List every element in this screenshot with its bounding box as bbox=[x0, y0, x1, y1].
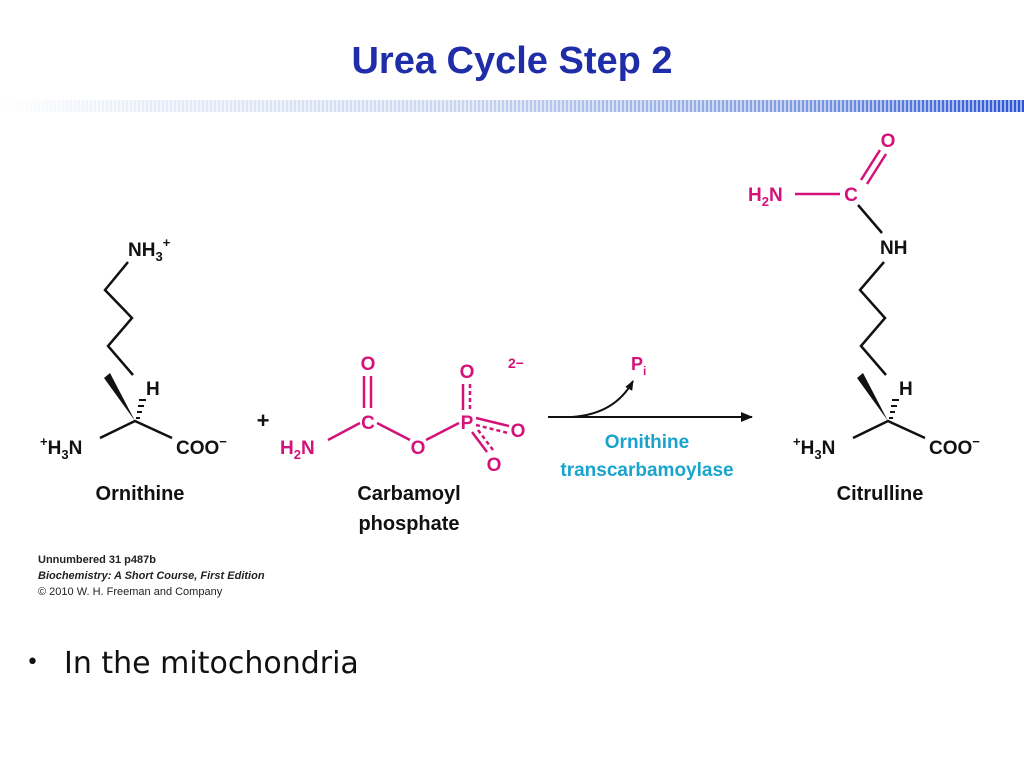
figure-credit-book: Biochemistry: A Short Course, First Edit… bbox=[38, 570, 265, 582]
phosphate-oxygen-right: O bbox=[511, 421, 526, 442]
phosphate-oxygen-bottom: O bbox=[487, 455, 502, 476]
title-divider bbox=[0, 100, 1024, 112]
citrulline-hashed-bond bbox=[889, 399, 899, 419]
citrulline-wedge-bond bbox=[857, 373, 888, 421]
reaction-arrow-group: Pi Ornithine transcarbamoylase bbox=[548, 354, 753, 481]
figure-credit-copyright: © 2010 W. H. Freeman and Company bbox=[38, 586, 223, 598]
bullet-list-item: • In the mitochondria bbox=[26, 646, 359, 681]
citrulline-c-nh-bond bbox=[857, 204, 883, 234]
carbamoyl-amine: H2N bbox=[280, 438, 315, 462]
byproduct-arrow bbox=[571, 380, 634, 418]
citrulline-amine: H2N bbox=[748, 185, 783, 209]
carbamoyl-phosphate-structure: O C H2N O P O O O 2− Carbamoyl phosphate bbox=[280, 354, 525, 535]
citrulline-carboxylate: COO− bbox=[929, 434, 980, 459]
phosphate-charge: 2− bbox=[508, 355, 524, 371]
citrulline-double-bond bbox=[859, 149, 888, 185]
plus-sign: + bbox=[257, 408, 270, 433]
citrulline-alpha-h: H bbox=[899, 379, 913, 400]
citrulline-name: Citrulline bbox=[837, 483, 924, 505]
enzyme-name-line1: Ornithine bbox=[605, 432, 689, 453]
citrulline-carbon-chain bbox=[858, 261, 887, 376]
phosphate-bond-right bbox=[475, 416, 510, 435]
citrulline-backbone-bonds bbox=[852, 419, 926, 440]
citrulline-carbonyl-o: O bbox=[881, 131, 896, 152]
bullet-marker: • bbox=[26, 650, 39, 675]
ornithine-name: Ornithine bbox=[96, 483, 185, 505]
citrulline-carbonyl-c: C bbox=[844, 185, 858, 206]
ornithine-wedge-bond bbox=[104, 373, 135, 421]
phosphate-bond-bottom bbox=[471, 429, 494, 453]
enzyme-name-line2: transcarbamoylase bbox=[560, 460, 733, 481]
citrulline-nh: NH bbox=[880, 238, 907, 259]
ornithine-backbone-bonds bbox=[99, 419, 173, 440]
slide-title: Urea Cycle Step 2 bbox=[351, 40, 673, 82]
phosphate-oxygen-top: O bbox=[460, 362, 475, 383]
citrulline-alpha-amine: +H3N bbox=[793, 434, 835, 462]
carbamoyl-ester-bonds bbox=[327, 421, 460, 442]
citrulline-structure: O H2N C NH H +H3N COO− Citrulline bbox=[748, 131, 980, 505]
carbamoyl-bridge-o: O bbox=[411, 438, 426, 459]
ornithine-carboxylate: COO− bbox=[176, 434, 227, 459]
figure-credit-id: Unnumbered 31 p487b bbox=[38, 554, 156, 566]
carbamoyl-double-bond bbox=[362, 376, 373, 408]
ornithine-structure: NH3+ H +H3N COO− Ornithine bbox=[40, 235, 227, 505]
carbamoyl-carbon: C bbox=[361, 413, 375, 434]
ornithine-side-chain-amine: NH3+ bbox=[128, 235, 171, 264]
reaction-scheme: NH3+ H +H3N COO− Ornithine + O C H2N O P… bbox=[40, 131, 980, 535]
carbamoyl-carbonyl-o: O bbox=[361, 354, 376, 375]
inorganic-phosphate-label: Pi bbox=[631, 354, 646, 378]
ornithine-alpha-amine: +H3N bbox=[40, 434, 82, 462]
ornithine-hashed-bond bbox=[136, 399, 146, 419]
ornithine-carbon-chain bbox=[103, 261, 134, 376]
phosphorus-atom: P bbox=[461, 413, 474, 434]
ornithine-alpha-h: H bbox=[146, 379, 160, 400]
bullet-text: In the mitochondria bbox=[64, 646, 359, 681]
carbamoyl-phosphate-name-line1: Carbamoyl bbox=[357, 483, 460, 505]
phosphate-bond-top bbox=[461, 384, 472, 410]
carbamoyl-phosphate-name-line2: phosphate bbox=[358, 513, 459, 535]
